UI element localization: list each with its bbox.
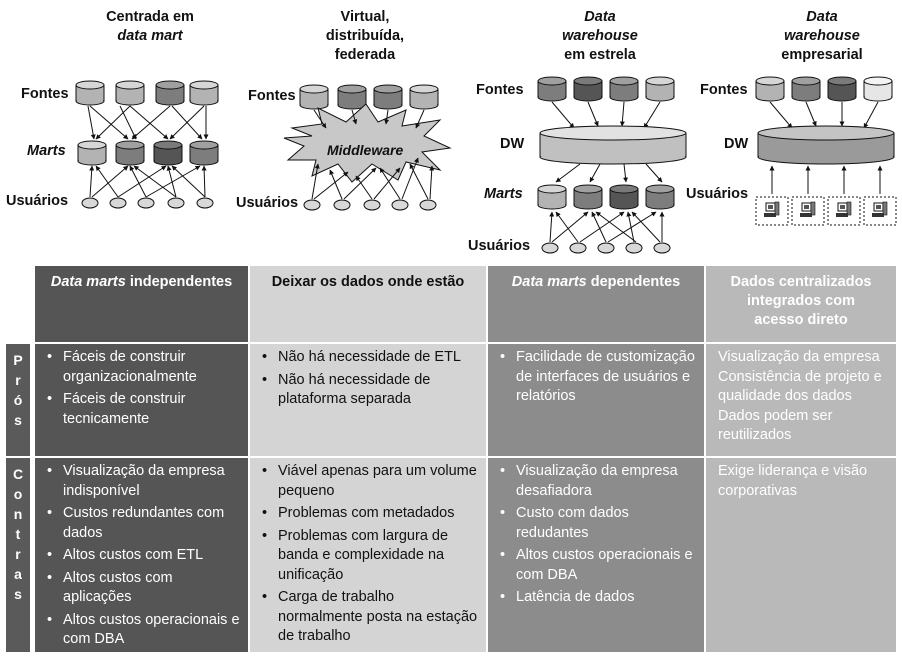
header-independent-marts: Data marts independentes: [35, 266, 248, 342]
title-star-warehouse: Data warehouse em estrela: [562, 9, 638, 63]
label-users-2: Usuários: [236, 195, 299, 211]
list-item: Facilidade de customização de interfaces…: [500, 348, 698, 407]
label-users-4: Usuários: [686, 186, 749, 202]
list-item: Visualização da empresa desafiadora: [500, 462, 698, 501]
label-marts-3: Marts: [484, 186, 523, 202]
row-label-letter: t: [15, 526, 21, 542]
list-item: Viável apenas para um volume pequeno: [262, 462, 480, 501]
pros-cell-leave-data: Não há necessidade de ETL Não há necessid…: [250, 344, 486, 456]
label-sources-1: Fontes: [21, 86, 69, 102]
contras-cell-leave-data: Viável apenas para um volume pequenoProb…: [250, 458, 486, 652]
list-item: Problemas com metadados: [262, 504, 480, 524]
label-sources-4: Fontes: [700, 82, 748, 98]
list-item: Custos redundantes com dados: [47, 504, 242, 543]
row-label-letter: P: [13, 352, 23, 368]
list-item: Latência de dados: [500, 588, 698, 608]
header-centralized-data: Dados centralizados integrados com acess…: [706, 266, 896, 342]
list-item: Problemas com largura de banda e complex…: [262, 527, 480, 586]
list-item: Fáceis de construir organizacionalmente: [47, 348, 242, 387]
list-item: Custo com dados redudantes: [500, 504, 698, 543]
title-enterprise-warehouse: Data warehouse empresarial: [781, 9, 863, 63]
row-label-letter: r: [15, 546, 21, 562]
header-dependent-marts: Data marts dependentes: [488, 266, 704, 342]
text-line: Consistência de projeto e qualidade dos …: [718, 368, 882, 405]
diagram-datamart-centric: [75, 80, 219, 209]
row-label-letter: C: [12, 466, 24, 482]
header-leave-data: Deixar os dados onde estão: [250, 266, 486, 342]
label-sources-3: Fontes: [476, 82, 524, 98]
text-line: Exige liderança e visão corporativas: [718, 463, 868, 499]
label-sources-2: Fontes: [248, 88, 296, 104]
list-item: Não há necessidade de plataforma separad…: [262, 371, 480, 410]
architecture-diagrams: [75, 76, 897, 254]
list-item: Não há necessidade de ETL: [262, 348, 480, 368]
title-virtual-federated: Virtual, distribuída, federada: [325, 9, 405, 63]
contras-cell-dependent: Visualização da empresa desafiadoraCusto…: [488, 458, 704, 652]
label-middleware: Middleware: [327, 142, 404, 158]
list-item: Altos custos operacionais e com DBA: [47, 611, 242, 650]
pros-cell-dependent: Facilidade de customização de interfaces…: [488, 344, 704, 456]
pros-cell-independent: Fáceis de construir organizacionalmenteF…: [35, 344, 248, 456]
label-dw-4: DW: [724, 136, 749, 152]
row-label-letter: ó: [13, 392, 23, 408]
list-item: Fáceis de construir tecnicamente: [47, 390, 242, 429]
text-line: Visualização da empresa: [718, 349, 880, 365]
list-item: Altos custos com ETL: [47, 546, 242, 566]
dw-cylinder-star: [539, 125, 687, 165]
label-marts-1: Marts: [27, 143, 66, 159]
diagram-enterprise-warehouse: [755, 76, 897, 226]
row-label-letter: s: [14, 412, 22, 428]
row-label-letter: o: [13, 486, 23, 502]
contras-cell-independent: Visualização da empresa indisponívelCust…: [35, 458, 248, 652]
row-label-letter: s: [14, 586, 22, 602]
label-dw-3: DW: [500, 136, 525, 152]
row-label-letter: r: [15, 372, 21, 388]
title-datamart-centric: Centrada em data mart: [106, 9, 194, 44]
contras-cell-centralized: Exige liderança e visão corporativas: [706, 458, 896, 652]
list-item: Altos custos operacionais e com DBA: [500, 546, 698, 585]
diagram-virtual-federated: [283, 84, 452, 211]
label-users-1: Usuários: [6, 193, 69, 209]
list-item: Visualização da empresa indisponível: [47, 462, 242, 501]
row-label-letter: n: [13, 506, 23, 522]
dw-cylinder-enterprise: [757, 125, 895, 165]
list-item: Altos custos com aplicações: [47, 569, 242, 608]
list-item: Carga de trabalho normalmente posta na e…: [262, 588, 480, 647]
label-users-3: Usuários: [468, 238, 531, 254]
row-label-letter: a: [14, 566, 22, 582]
diagram-star-warehouse: [537, 76, 687, 254]
text-line: Dados podem ser reutilizados: [718, 407, 833, 444]
